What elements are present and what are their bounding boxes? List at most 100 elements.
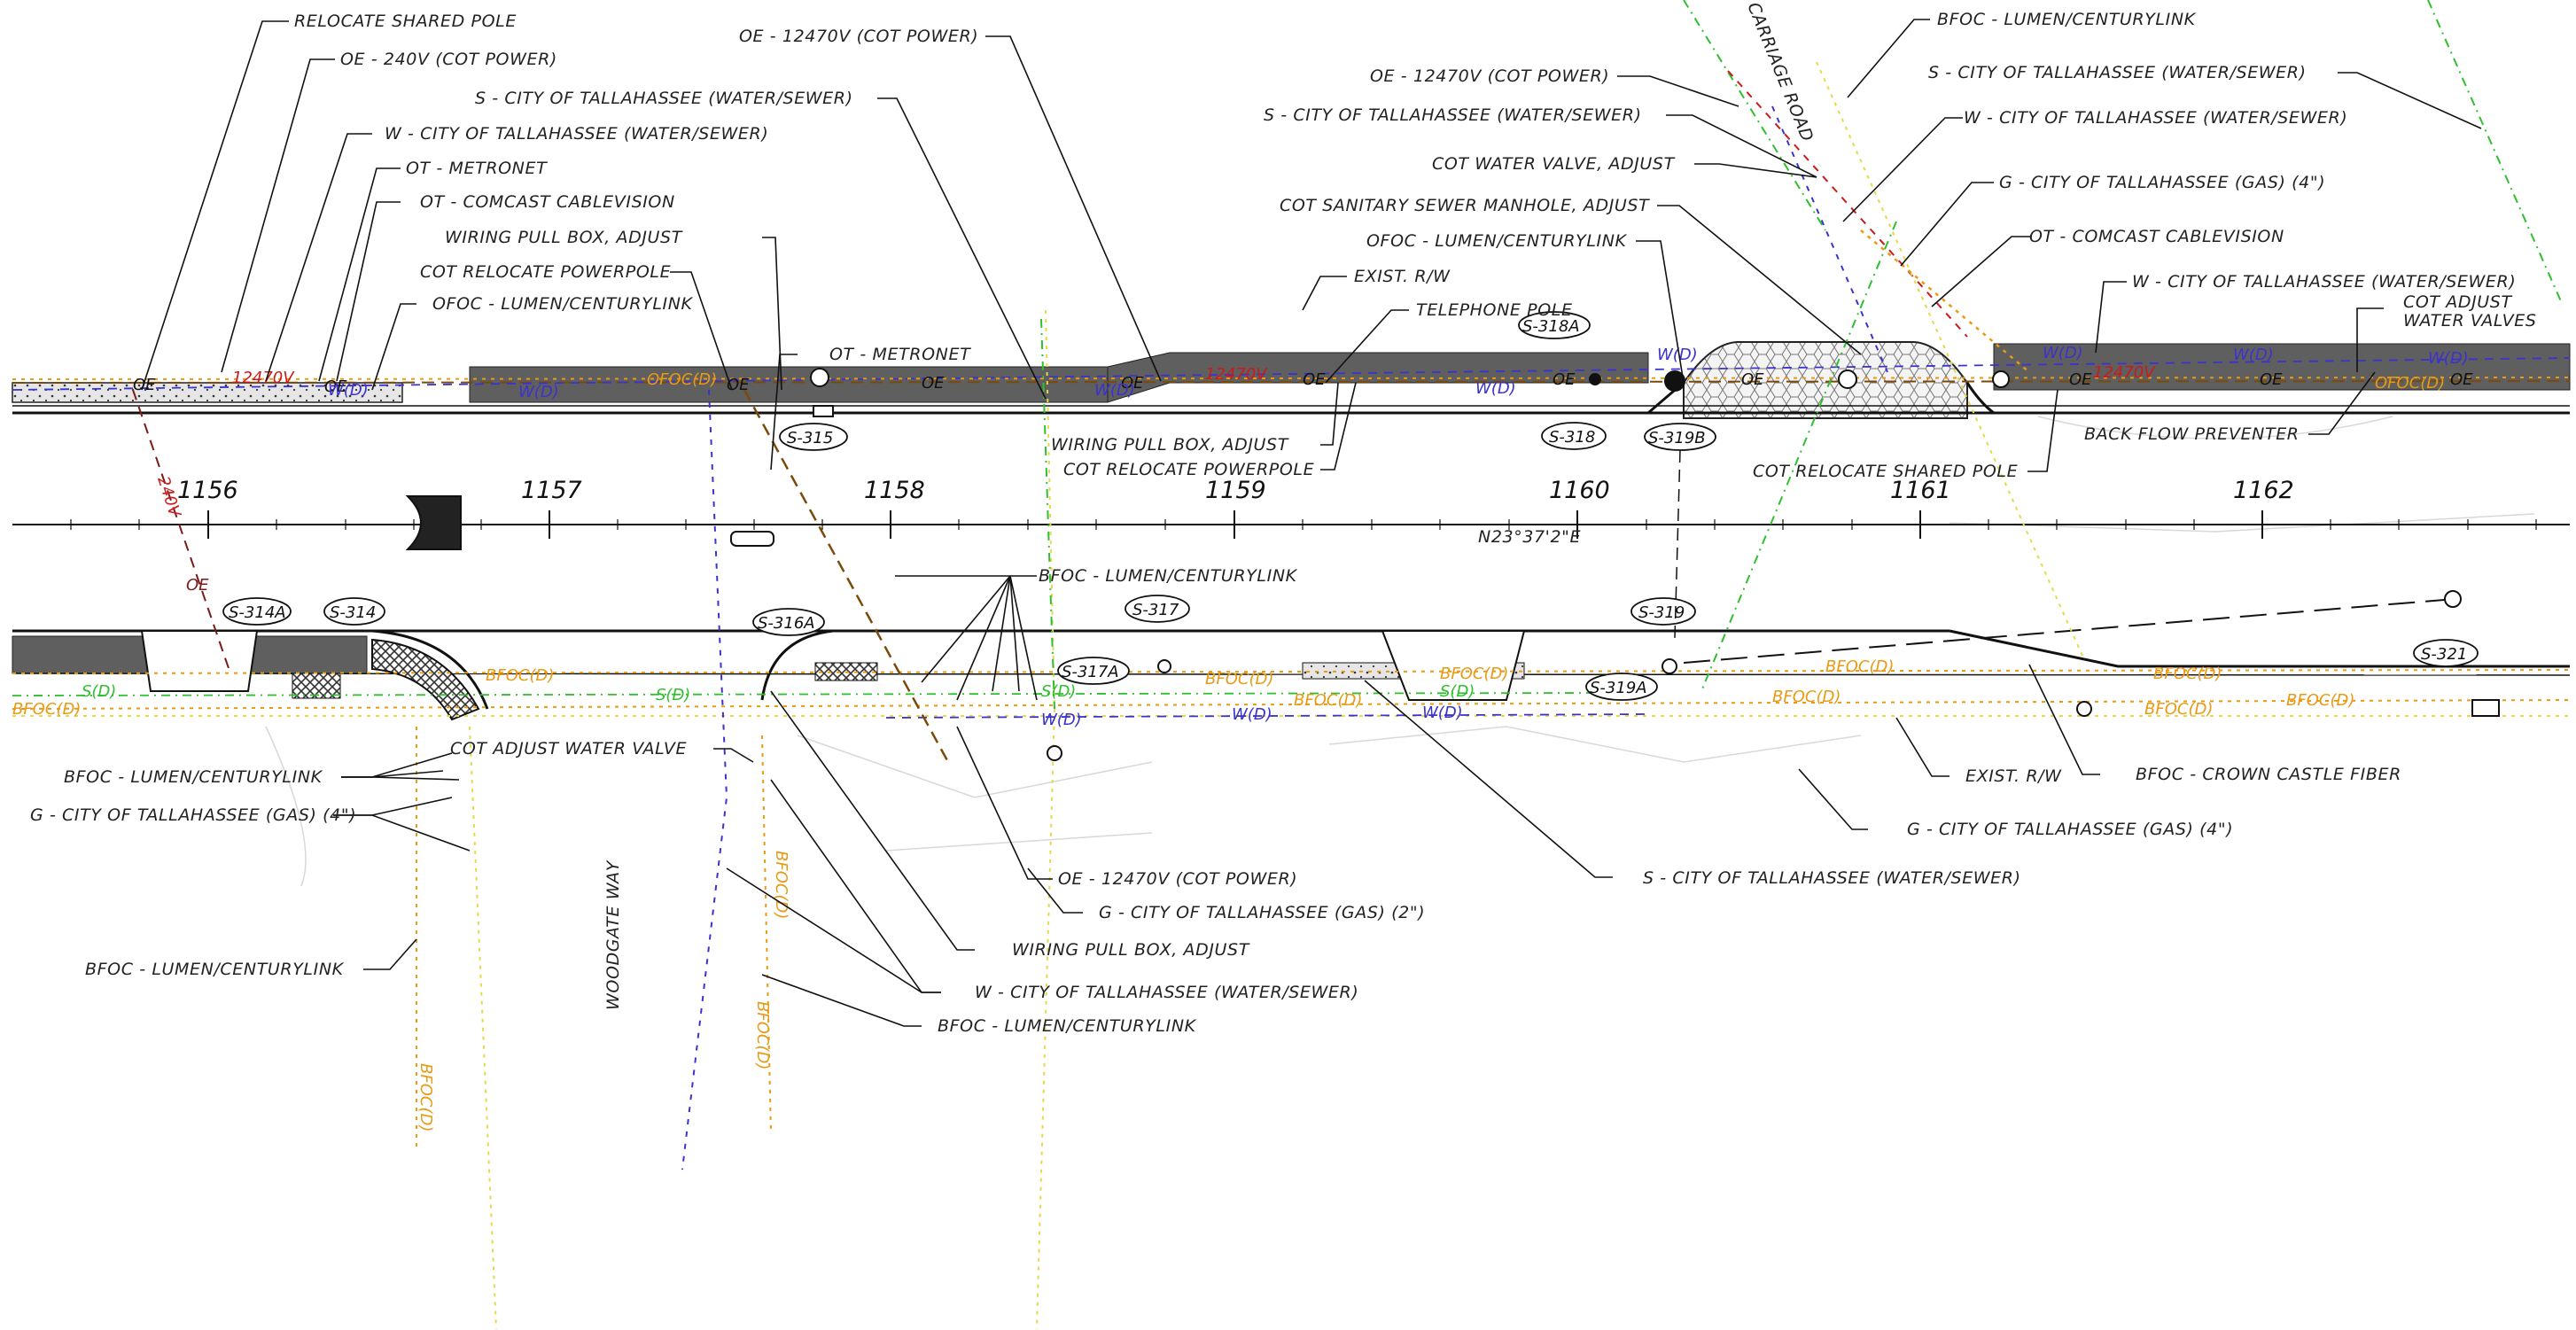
hex-paver-area [1683,341,1968,419]
callout-bfoc-crown-castle: BFOC - CROWN CASTLE FIBER [2136,765,2401,784]
valve-symbol-3 [1047,745,1062,761]
tag-water-1: W(D) [328,381,369,400]
callout-ofoc-lumen-2: OFOC - LUMEN/CENTURYLINK [1366,231,1628,251]
pole-symbol-1 [810,368,829,387]
tag-bfoc-7: BFOC(D) [1772,688,1841,706]
structure-s-318: S-318 [1549,428,1595,447]
tag-12470v-3: 12470V [2093,363,2156,382]
fiber-crossing-mid [761,735,772,1135]
callout-s-tallahassee-2: S - CITY OF TALLAHASSEE (WATER/SEWER) [1264,105,1642,125]
north-roadway [12,341,2571,419]
water-crossing-west [681,389,728,1171]
tag-12470v-1: 12470V [232,369,295,387]
sewer-diagonal-east [1700,221,1897,692]
tag-sewer-2: S(D) [656,686,690,704]
tag-bfoc-5: BFOC(D) [1825,657,1894,676]
callout-cot-water-valve: COT WATER VALVE, ADJUST [1432,154,1676,174]
tag-oe-south: OE [186,576,209,595]
callout-ot-comcast-2: OT - COMCAST CABLEVISION [2029,227,2284,246]
tag-oe-2: OE [324,377,347,396]
tag-oe-7: OE [1553,370,1576,389]
tag-bfoc-1: BFOC(D) [12,700,81,719]
pull-box-2 [813,405,834,417]
callout-wiring-pull-box-1: WIRING PULL BOX, ADJUST [445,228,683,247]
fiber-line-south-1 [12,669,2571,674]
inlet-symbol [405,495,462,550]
callout-cot-relocate-powerpole-2: COT RELOCATE POWERPOLE [1063,460,1314,479]
tag-sewer-3: S(D) [1440,682,1475,701]
pull-box-1 [2471,699,2500,717]
callout-ot-metronet-1: OT - METRONET [406,159,548,178]
callout-bfoc-lumen-west: BFOC - LUMEN/CENTURYLINK [85,960,345,979]
bearing-label: N23°37'2"E [1478,527,1581,547]
structure-s-319: S-319 [1638,603,1685,622]
callout-g-gas4-sw: G - CITY OF TALLAHASSEE (GAS) (4") [30,805,356,825]
tag-water-5: W(D) [1657,346,1698,364]
tag-oe-9: OE [2069,370,2092,389]
fiber-crossing-1 [1036,309,1056,1330]
callout-w-tallahassee-3: W - CITY OF TALLAHASSEE (WATER/SEWER) [975,983,1358,1002]
tag-ofoc-2: OFOC(D) [2375,374,2445,393]
curb-return-east [760,629,834,701]
callout-w-tallahassee-2: W - CITY OF TALLAHASSEE (WATER/SEWER) [2132,272,2516,292]
tag-water-8: W(D) [1041,711,1082,729]
station-1157: 1157 [521,477,582,504]
tag-ofoc-1: OFOC(D) [647,370,717,389]
pole-symbol-5 [2444,590,2462,608]
road-taper-south [1949,629,2570,668]
mailbox-pad-2 [1381,630,1526,701]
mailbox-pad-1 [140,630,259,692]
callout-g-gas4-south: G - CITY OF TALLAHASSEE (GAS) (4") [1907,820,2233,839]
sewer-line-south [12,692,1596,696]
water-diagonal-ne [1771,105,1888,373]
power-diagonal-ne [1727,70,1968,338]
fiber-line-north [12,377,2571,380]
tag-bfoc-6: BFOC(D) [2153,665,2222,683]
callout-exist-rw-2: EXIST. R/W [1965,766,2062,786]
valve-symbol-5 [1589,373,1601,385]
callout-wiring-pull-box-3: WIRING PULL BOX, ADJUST [1012,940,1250,960]
hatched-curb-return-west [371,638,480,721]
valve-symbol-4 [2076,701,2092,717]
station-1162: 1162 [2233,477,2294,504]
sewer-diagonal-ne [2427,0,2562,302]
structure-s-317: S-317 [1132,601,1179,619]
tag-water-9: W(D) [1232,705,1272,724]
station-1159: 1159 [1205,477,1266,504]
structure-s-317a: S-317A [1062,663,1119,681]
station-1160: 1160 [1549,477,1610,504]
fiber-line-south-2 [12,699,2571,710]
callout-back-flow-preventer: BACK FLOW PREVENTER [2084,424,2300,444]
tag-bfoc-9: BFOC(D) [2286,691,2354,710]
pole-symbol-4 [1992,370,2010,388]
callout-oe-12470v-3: OE - 12470V (COT POWER) [1058,869,1297,889]
tag-oe-4: OE [922,374,945,393]
structure-s-321: S-321 [2421,645,2467,664]
water-line-north [12,357,2571,391]
sewer-crossing-1 [1040,318,1055,710]
baseline: 1156 1157 1158 1159 1160 1161 1162 N23°3… [12,477,2570,547]
station-1156: 1156 [177,477,238,504]
valve-symbol-2 [1662,658,1677,674]
structure-s-316a: S-316A [758,614,815,633]
power-drop-240v [132,389,231,674]
callout-cot-relocate-shared-pole: COT RELOCATE SHARED POLE [1753,462,2018,481]
hatched-box-west [292,673,341,699]
tag-bfoc-4: BFOC(D) [1440,665,1508,683]
callout-s-tallahassee-south: S - CITY OF TALLAHASSEE (WATER/SEWER) [1643,868,2021,888]
pavement-strip-west [469,366,1109,403]
tag-water-2: W(D) [518,383,559,401]
tag-oe-5: OE [1121,374,1144,393]
callout-telephone-pole: TELEPHONE POLE [1416,300,1573,320]
callout-ot-comcast-1: OT - COMCAST CABLEVISION [420,192,675,212]
tag-bfoc-11: BFOC(D) [416,1063,435,1132]
overhead-electric-line [12,380,2571,384]
tag-sewer-4: S(D) [1041,682,1076,701]
south-roadway [12,598,2571,721]
tag-bfoc-3: BFOC(D) [1205,670,1273,688]
callout-g-gas4-top: G - CITY OF TALLAHASSEE (GAS) (4") [1999,173,2325,192]
street-carriage-road: CARRIAGE ROAD [1743,0,1817,144]
valve-symbol-1 [1157,659,1171,673]
structure-s-319b: S-319B [1648,429,1706,447]
callout-cot-relocate-powerpole-1: COT RELOCATE POWERPOLE [420,262,671,282]
